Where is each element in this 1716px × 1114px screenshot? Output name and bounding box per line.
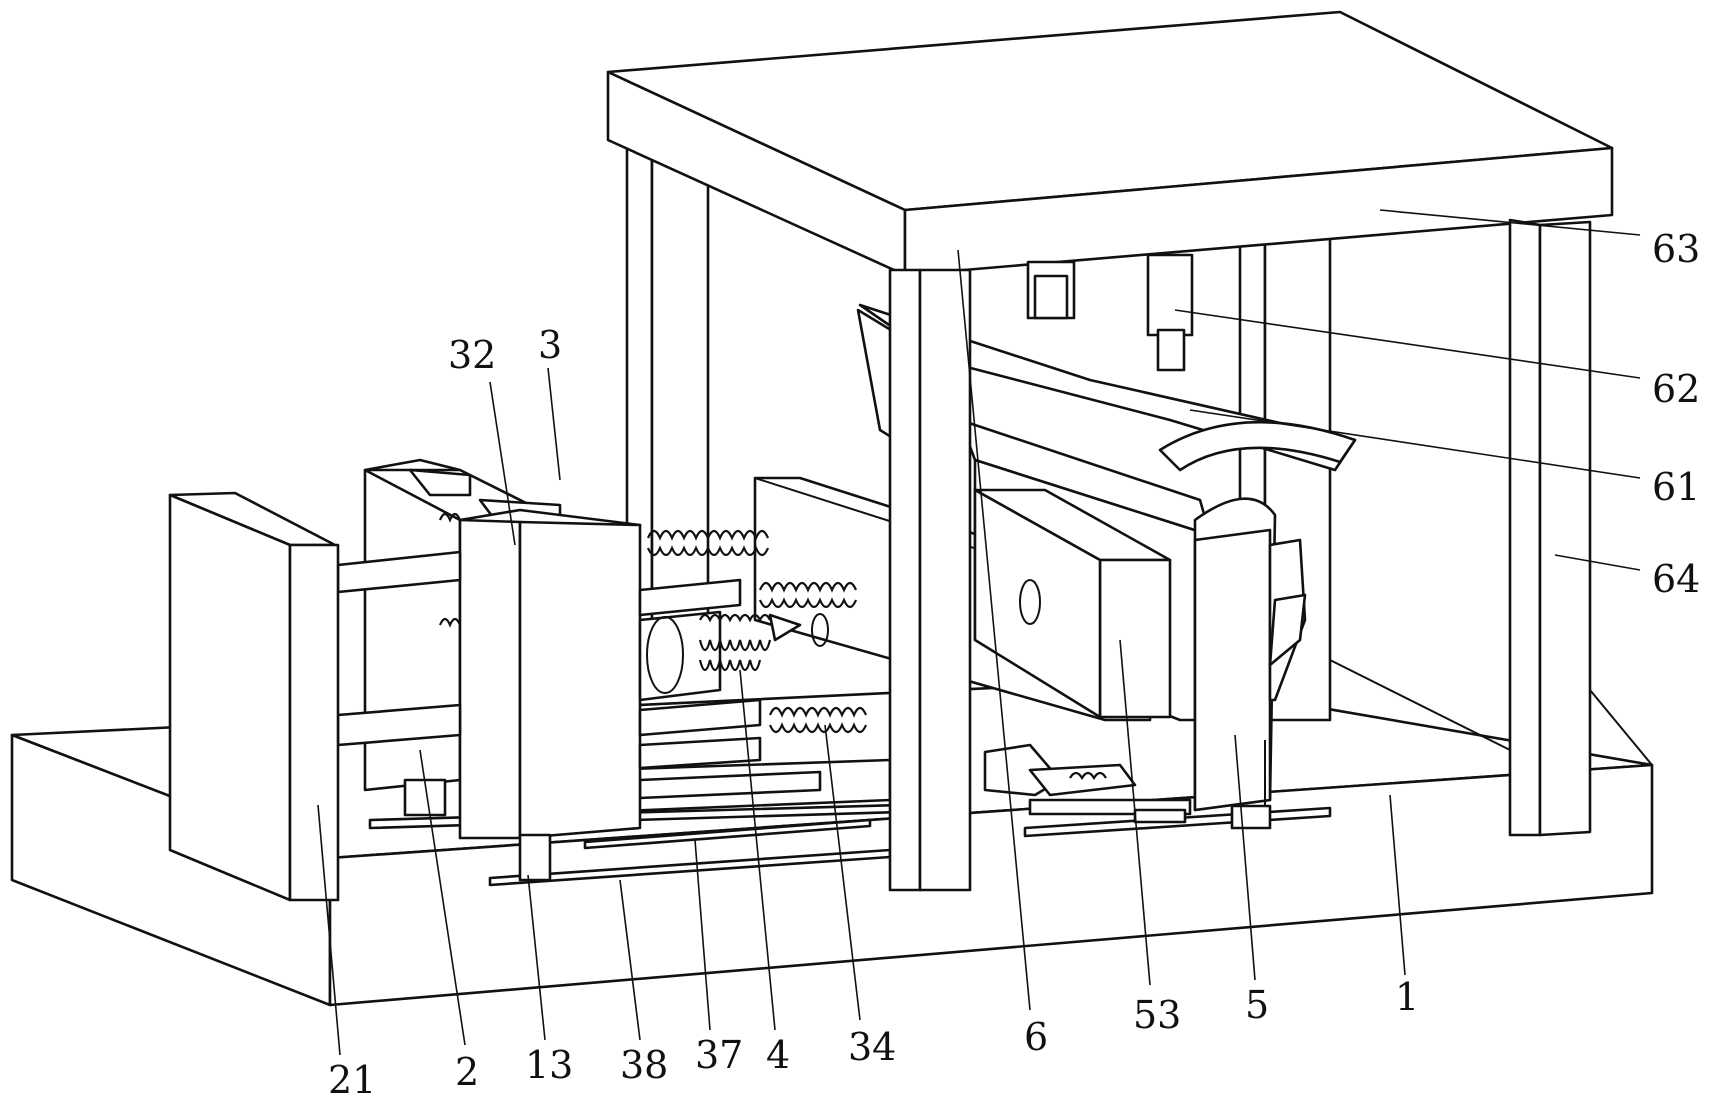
lower-support-13 — [403, 778, 552, 882]
label-62: 62 — [1652, 367, 1700, 411]
leader-lines — [317, 209, 1641, 1056]
reference-numerals: 63 62 61 64 32 3 21 2 13 38 37 4 34 6 53… — [328, 227, 1700, 1102]
top-plate-63 — [606, 10, 1614, 277]
label-63: 63 — [1652, 227, 1700, 271]
block-53 — [973, 488, 1172, 719]
label-2: 2 — [455, 1050, 479, 1094]
label-6: 6 — [1024, 1015, 1048, 1059]
label-3: 3 — [538, 323, 562, 367]
block-5 — [1193, 497, 1307, 830]
label-4: 4 — [766, 1033, 790, 1077]
label-38: 38 — [620, 1043, 668, 1087]
label-34: 34 — [848, 1025, 896, 1069]
label-32: 32 — [448, 333, 496, 377]
central-drive-4 — [638, 610, 829, 702]
label-5: 5 — [1245, 983, 1269, 1027]
slider-block-32 — [458, 508, 642, 840]
guide-rods — [336, 550, 762, 770]
label-13: 13 — [525, 1043, 573, 1087]
label-61: 61 — [1652, 465, 1700, 509]
cylinders-62 — [1026, 253, 1194, 372]
left-end-plate-21 — [168, 491, 340, 902]
frame-front-posts — [888, 218, 1653, 892]
springs — [438, 512, 868, 734]
lower-clamp-assembly — [983, 743, 1192, 824]
label-1: 1 — [1395, 975, 1419, 1019]
label-21: 21 — [328, 1058, 376, 1102]
label-64: 64 — [1652, 557, 1700, 601]
label-37: 37 — [695, 1033, 743, 1077]
label-53: 53 — [1133, 993, 1181, 1037]
